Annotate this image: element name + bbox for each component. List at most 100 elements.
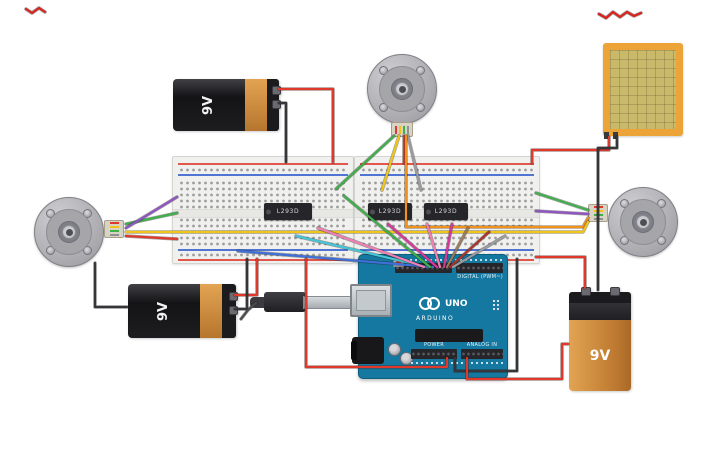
- usb-plug[interactable]: [264, 292, 306, 312]
- wire-stepper-top-gray[interactable]: [406, 134, 423, 192]
- wire-fan-blue[interactable]: [236, 249, 435, 269]
- display-pin[interactable]: [613, 132, 618, 139]
- power-header-label: POWER: [423, 342, 445, 348]
- wire-fan-pink-right[interactable]: [425, 222, 442, 269]
- digital-pin-labels: [395, 259, 503, 261]
- connector-pin-red: [395, 125, 397, 134]
- battery-9v-bottom-left[interactable]: 9V: [128, 284, 238, 338]
- motor-driver-ic-1[interactable]: L293D: [264, 203, 312, 220]
- battery-body: [128, 284, 200, 338]
- connector-pin-gray: [109, 234, 119, 236]
- microcontroller-chip[interactable]: [415, 329, 483, 342]
- battery-9v-top-left[interactable]: 9V: [173, 79, 281, 131]
- power-rail-red-top: [178, 163, 348, 165]
- digital-label: DIGITAL (PWM~): [457, 274, 503, 280]
- wire-battery-left-positive[interactable]: [233, 257, 259, 297]
- wire-fan-gray[interactable]: [451, 234, 507, 269]
- wire-annotation-mark-right[interactable]: [597, 10, 643, 20]
- wire-battery-left-negative[interactable]: [233, 257, 249, 311]
- battery-terminal-negative[interactable]: [229, 306, 238, 315]
- digital-header-left[interactable]: [395, 263, 452, 273]
- logo-ring-icon: [427, 297, 440, 310]
- uno-label: UNO: [445, 298, 468, 309]
- wire-battery-top-negative[interactable]: [277, 101, 288, 164]
- connector-pin-gray: [407, 125, 409, 134]
- power-jack[interactable]: [351, 337, 384, 364]
- motor-driver-ic-2[interactable]: L293D: [368, 203, 412, 220]
- wire-battery-right-positive[interactable]: [534, 255, 587, 290]
- connector-pin-yellow: [399, 125, 401, 134]
- wire-motor-left-ground[interactable]: [93, 261, 129, 309]
- wire-arduino-gnd-rail[interactable]: [453, 257, 519, 373]
- wire-fan-cyan[interactable]: [294, 234, 429, 269]
- stepper-motor-right[interactable]: [608, 187, 678, 257]
- wire-annotation-mark-left[interactable]: [24, 6, 47, 15]
- display-pin[interactable]: [604, 132, 609, 139]
- icsp-header[interactable]: [492, 299, 500, 311]
- wire-battery-top-positive[interactable]: [277, 87, 335, 164]
- motor-bolt: [416, 103, 425, 112]
- tie-points-upper: [179, 180, 347, 209]
- power-rail-red-top: [360, 163, 534, 165]
- wire-fan-magenta-1[interactable]: [386, 222, 439, 269]
- usb-port[interactable]: [350, 284, 392, 317]
- power-header[interactable]: [411, 349, 457, 359]
- power-rail-red-bottom: [178, 259, 348, 261]
- stepper-top-connector[interactable]: [391, 122, 413, 137]
- wire-stepper-left-purple[interactable]: [124, 195, 179, 230]
- wire-stepper-top-yellow[interactable]: [380, 134, 401, 192]
- wire-fan-brown[interactable]: [445, 226, 470, 269]
- wire-fan-pink-left[interactable]: [316, 226, 426, 269]
- arduino-uno-board[interactable]: DIGITAL (PWM~) UNO ARDUINO POWER ANALOG …: [350, 254, 508, 379]
- capacitor: [388, 343, 401, 356]
- battery-voltage-label: 9V: [589, 347, 611, 364]
- wire-arduino-5v-rail[interactable]: [304, 257, 449, 369]
- battery-terminal-positive[interactable]: [272, 86, 281, 95]
- power-rail-blue-bottom: [178, 249, 348, 251]
- battery-body: 9V: [569, 320, 631, 391]
- wire-outline-battery-left-negative: [233, 257, 249, 311]
- stepper-motor-left[interactable]: [34, 197, 104, 267]
- breadboard-left[interactable]: [172, 156, 354, 264]
- wire-display-ground[interactable]: [596, 135, 619, 292]
- analog-header[interactable]: [461, 349, 503, 359]
- wire-stepper-left-red[interactable]: [124, 234, 179, 241]
- battery-9v-bottom-right[interactable]: 9V: [569, 287, 631, 391]
- lcd-display[interactable]: [603, 43, 683, 136]
- battery-terminal-negative[interactable]: [272, 100, 281, 109]
- wire-stepper-right-green[interactable]: [534, 191, 590, 212]
- wire-usb-cable[interactable]: [239, 301, 258, 321]
- wire-outline-arduino-5v-rail: [304, 257, 449, 369]
- connector-pin-yellow: [109, 226, 119, 228]
- arduino-logo: UNO: [419, 297, 468, 310]
- analog-header-label: ANALOG IN: [466, 342, 498, 348]
- wire-orange-bus[interactable]: [404, 134, 590, 229]
- battery-body: [173, 79, 245, 131]
- motor-shaft: [65, 228, 73, 236]
- battery-terminal-negative[interactable]: [610, 287, 620, 296]
- wire-yellow-bus[interactable]: [124, 220, 590, 234]
- motor-driver-ic-3[interactable]: L293D: [424, 203, 468, 220]
- battery-terminal-positive[interactable]: [229, 292, 238, 301]
- stepper-left-connector[interactable]: [104, 220, 124, 238]
- ic-notch: [426, 209, 431, 214]
- wire-display-power[interactable]: [530, 135, 611, 165]
- connector-pin-green: [403, 125, 405, 134]
- usb-port-opening: [356, 290, 386, 311]
- wire-outline-display-ground: [596, 135, 619, 292]
- wire-outline-battery-right-positive: [534, 255, 587, 290]
- stepper-motor-top[interactable]: [367, 54, 437, 124]
- usb-cable-strain-relief: [250, 297, 268, 308]
- wire-fan-magenta-2[interactable]: [442, 222, 454, 269]
- wire-fan-darkred[interactable]: [448, 230, 491, 269]
- wire-stepper-top-green[interactable]: [334, 134, 396, 191]
- wire-fan-green[interactable]: [342, 194, 432, 269]
- motor-shaft: [639, 218, 647, 226]
- wire-stepper-right-purple[interactable]: [534, 209, 590, 216]
- bottom-pin-labels: [411, 362, 503, 364]
- power-rail-blue-top: [178, 174, 348, 176]
- digital-header-right[interactable]: [456, 263, 503, 273]
- wire-arduino-vin[interactable]: [465, 342, 570, 381]
- ic-label: L293D: [378, 208, 402, 215]
